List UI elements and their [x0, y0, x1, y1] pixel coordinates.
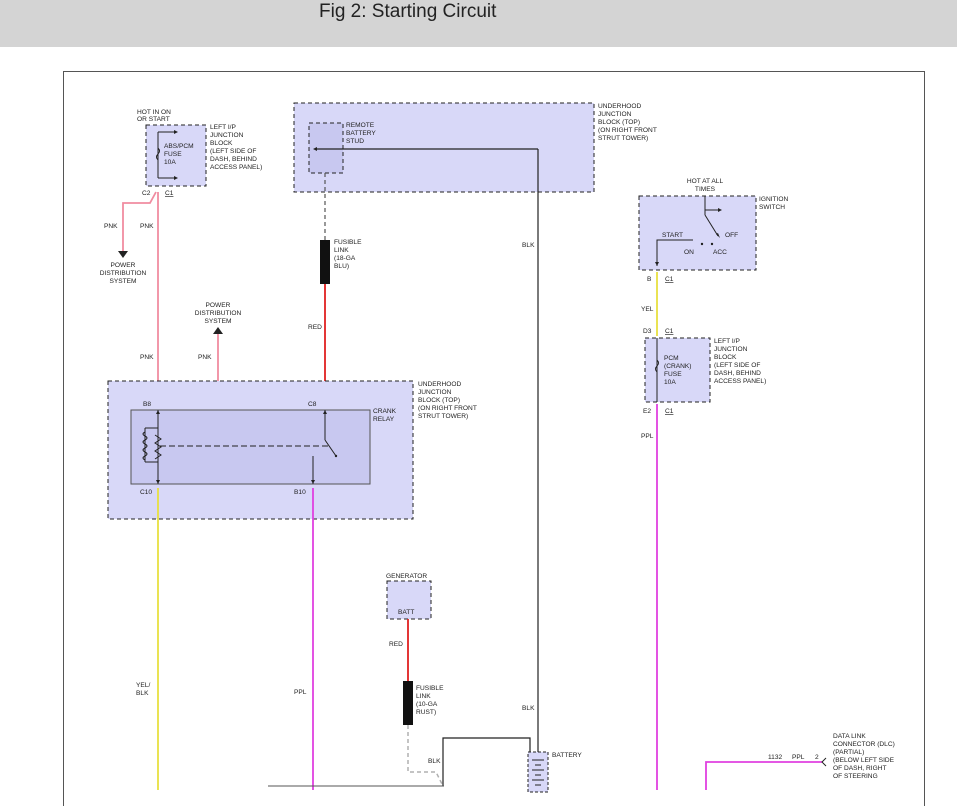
wire-label-ppl-mid: PPL: [294, 689, 307, 696]
battery-name: BATTERY: [552, 752, 582, 759]
pin-c1-label: C1: [165, 190, 174, 197]
wire-label-blk-lower: BLK: [522, 705, 535, 712]
wire-label-red-gen: RED: [389, 641, 403, 648]
gray-dashed-wire-bottom: [407, 725, 444, 787]
wire-label-red-top: RED: [308, 324, 322, 331]
pin-c2-label: C2: [142, 190, 151, 197]
wire-label-yel-right: YEL: [641, 306, 654, 313]
pin-b10-label: B10: [294, 489, 306, 496]
pin-c8-label: C8: [308, 401, 317, 408]
ign-off-label: OFF: [725, 232, 738, 239]
ign-pin-b-label: B: [647, 276, 652, 283]
pin-e2-label: E2: [643, 408, 651, 415]
generator-name: GENERATOR: [386, 573, 427, 580]
diagram-panel: [63, 71, 925, 806]
wire-label-pnk-a: PNK: [104, 223, 118, 230]
blk-wire-generator-to-battery: [442, 737, 531, 786]
dlc-wire-color: PPL: [792, 754, 805, 761]
pin-c10-label: C10: [140, 489, 152, 496]
pnk-wire-to-power-dist: [122, 191, 157, 252]
ign-pin-c1-label: C1: [665, 276, 674, 283]
wire-label-pnk-c: PNK: [140, 354, 154, 361]
fusible-link-bottom: [403, 681, 413, 725]
pin-b8-label: B8: [143, 401, 151, 408]
dlc-circuit-number: 1132: [768, 754, 783, 761]
pin-c1-top-label: C1: [665, 328, 674, 335]
figure-header: Fig 2: Starting Circuit: [0, 0, 957, 47]
ign-on-label: ON: [684, 249, 694, 256]
wire-label-blk-top: BLK: [522, 242, 535, 249]
wire-label-ppl-right: PPL: [641, 433, 654, 440]
pin-d3-label: D3: [643, 328, 652, 335]
ign-acc-label: ACC: [713, 249, 727, 256]
power-dist-arrow-left: [118, 251, 128, 258]
power-dist-arrow-mid: [213, 327, 223, 334]
generator-batt-label: BATT: [398, 609, 414, 616]
battery: BATTERY: [527, 751, 582, 793]
fusible-link-top: [320, 240, 330, 284]
dlc-pin-number: 2: [815, 754, 819, 761]
figure-title: Fig 2: Starting Circuit: [319, 1, 497, 22]
ign-start-label: START: [662, 232, 683, 239]
pin-c1-bottom-label: C1: [665, 408, 674, 415]
wire-label-pnk-d: PNK: [198, 354, 212, 361]
wire-label-pnk-b: PNK: [140, 223, 154, 230]
generator: GENERATOR BATT: [386, 573, 432, 620]
wire-label-blk-bottom: BLK: [428, 758, 441, 765]
wire-label-yel-blk: YEL/BLK: [136, 682, 150, 697]
